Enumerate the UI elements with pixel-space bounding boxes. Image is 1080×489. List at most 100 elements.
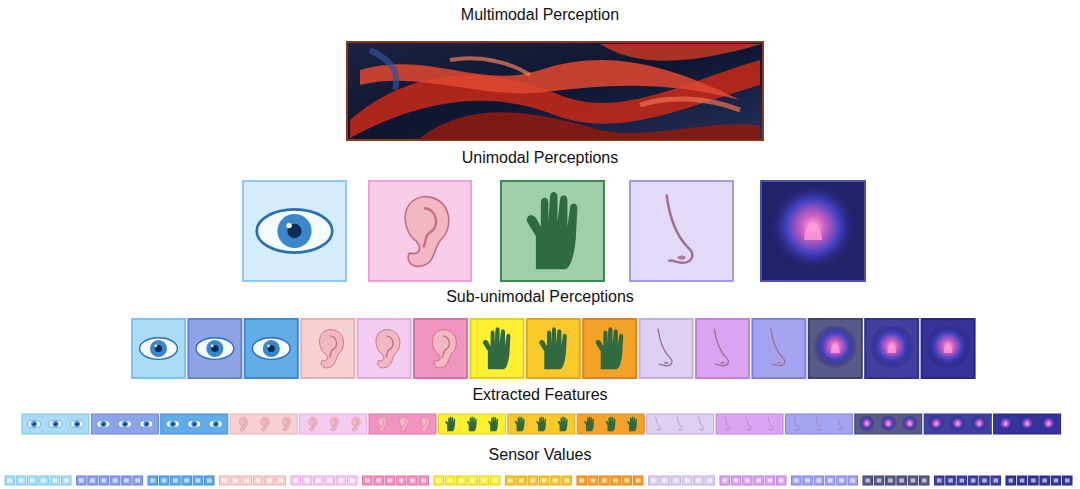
feature-icon (838, 417, 843, 430)
layer-label: Unimodal Perceptions (0, 149, 1080, 167)
sensor-dot (613, 479, 618, 483)
sensor-dot (591, 479, 596, 483)
sensor-dot (602, 479, 607, 483)
sensor-square (220, 476, 230, 485)
sensor-dot (410, 479, 415, 483)
feature-icon (656, 417, 661, 430)
sensor-dot (233, 479, 238, 483)
sub-tile (696, 319, 749, 378)
feature-icon (378, 417, 387, 431)
feature-icon (27, 420, 40, 428)
sensor-square (231, 476, 241, 485)
sensor-dot (316, 479, 321, 483)
sub-tile-icon (140, 338, 178, 360)
sensor-square (660, 476, 670, 485)
sensor-square (5, 476, 15, 485)
sensor-square (242, 476, 252, 485)
sensor-square (874, 476, 884, 485)
layer-label: Multimodal Perception (0, 6, 1080, 24)
sub-tile-icon (320, 330, 344, 368)
sensor-square (825, 476, 835, 485)
sub-tile-icon (196, 338, 234, 360)
feature-icon (998, 416, 1014, 432)
feature-bar (230, 414, 297, 434)
sensor-dot (580, 479, 585, 483)
feature-icon (1041, 416, 1057, 432)
sensor-squares (5, 476, 1072, 485)
sensor-square (539, 476, 549, 485)
layer-label: Sub-unimodal Perceptions (0, 288, 1080, 306)
feature-bar (855, 414, 922, 434)
sensor-square (908, 476, 918, 485)
sensor-dot (8, 479, 13, 483)
sensor-square (28, 476, 37, 485)
sensor-dot (756, 479, 761, 483)
sub-tile-icon (658, 329, 672, 366)
sensor-square (276, 476, 286, 485)
sensor-dot (723, 479, 728, 483)
sensor-dot (279, 479, 284, 483)
feature-icon (677, 417, 682, 430)
sensor-square (968, 476, 978, 485)
sensor-square (88, 476, 98, 485)
sub-tile-icon (483, 327, 510, 369)
sub-tile (752, 319, 805, 378)
feature-icon (902, 416, 918, 432)
feature-icon (606, 416, 616, 431)
feature-bar (508, 414, 575, 434)
feature-icon (816, 417, 821, 430)
sensor-square (863, 476, 873, 485)
sensor-square (803, 476, 813, 485)
sensor-square (551, 476, 561, 485)
sensor-square (491, 476, 501, 485)
sensor-dot (376, 479, 381, 483)
feature-icon (282, 417, 291, 431)
sensor-dot (173, 479, 178, 483)
sensor-square (133, 476, 143, 485)
sensor-dot (708, 479, 713, 483)
sensor-dot (1042, 479, 1047, 483)
sensor-dot (994, 479, 999, 483)
sensor-dot (151, 479, 156, 483)
sensor-dot (696, 479, 701, 483)
sensor-square (193, 476, 203, 485)
sensor-square (385, 476, 395, 485)
sensor-dot (553, 479, 558, 483)
sub-tile (865, 319, 918, 378)
feature-icon (188, 420, 201, 428)
sensor-dot (339, 479, 344, 483)
sub-tile (527, 319, 580, 378)
sensor-dot (734, 479, 739, 483)
sensor-square (600, 476, 610, 485)
sensor-square (408, 476, 418, 485)
sensor-square (837, 476, 847, 485)
sensor-square (336, 476, 346, 485)
sub-tile-icon (714, 329, 728, 366)
sensor-square (720, 476, 730, 485)
sensor-square (182, 476, 192, 485)
feature-bar (994, 414, 1061, 434)
sensor-square (731, 476, 741, 485)
sensor-square (325, 476, 335, 485)
sub-tile-icon (813, 326, 858, 371)
sensor-square (39, 476, 49, 485)
sub-tile-icon (252, 338, 290, 360)
sensor-square (649, 476, 659, 485)
feature-bar (785, 414, 852, 434)
feature-icon (699, 417, 704, 430)
sensor-square (562, 476, 572, 485)
sensor-dot (542, 479, 547, 483)
sensor-square (302, 476, 312, 485)
sensor-square (159, 476, 169, 485)
sensor-square (445, 476, 455, 485)
sensor-dot (41, 479, 46, 483)
sensor-dot (817, 479, 822, 483)
sensor-square (77, 476, 87, 485)
sensor-square (848, 476, 858, 485)
sensor-dot (1054, 479, 1059, 483)
sub-tile (583, 319, 636, 378)
sensor-dot (674, 479, 679, 483)
feature-icon (536, 416, 546, 431)
feature-icon (166, 420, 179, 428)
sensor-square (1017, 476, 1027, 485)
